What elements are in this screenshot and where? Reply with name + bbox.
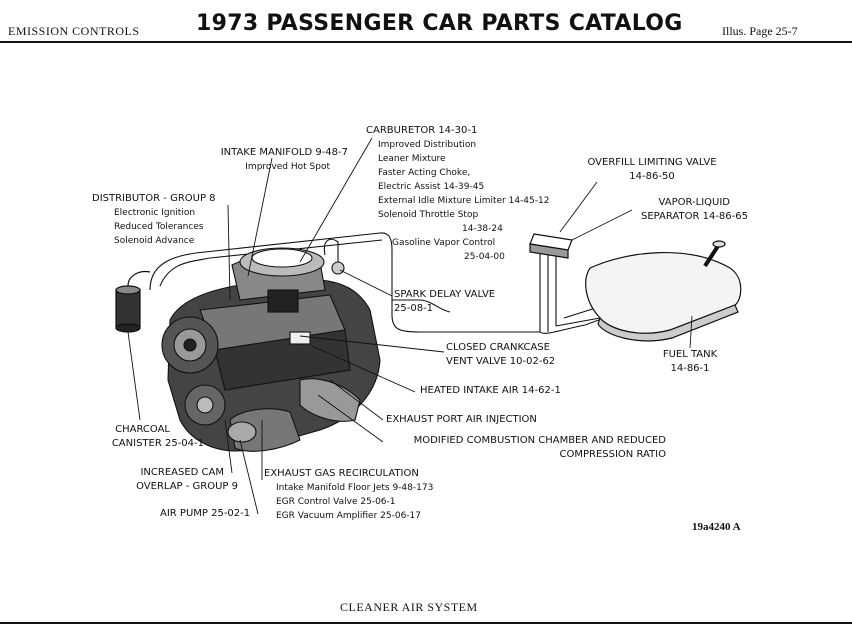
leader-distributor [227,204,231,301]
section-name: EMISSION CONTROLS [8,24,140,38]
leader-air-pump [239,439,259,515]
fuel-tank [585,240,742,342]
vapor-line [159,239,383,287]
label-increased-cam: INCREASED CAM OVERLAP - GROUP 9 [136,467,238,492]
leader-vapor-separator [571,209,633,241]
leader-exhaust-port [329,379,384,421]
label-distributor: DISTRIBUTOR - GROUP 8 Electronic Ignitio… [92,193,216,246]
label-carburetor: CARBURETOR 14-30-1 Improved Distribution… [366,125,550,262]
label-egr: EXHAUST GAS RECIRCULATION Intake Manifol… [264,468,434,521]
leader-heated-intake [311,345,416,393]
label-intake-manifold: INTAKE MANIFOLD 9-48-7 Improved Hot Spot [220,147,348,172]
page-reference: Illus. Page 25-7 [722,24,798,38]
leader-overfill-valve [559,181,598,233]
footer-rule [0,622,852,624]
leader-intake-manifold [247,157,273,277]
figure-caption: CLEANER AIR SYSTEM [340,600,478,614]
label-crankcase-valve: CLOSED CRANKCASE VENT VALVE 10-02-62 [446,342,556,367]
fuel-line [539,304,641,334]
label-combustion-chamber: MODIFIED COMBUSTION CHAMBER AND REDUCED … [413,435,666,460]
label-spark-delay: SPARK DELAY VALVE 25-08-1 [394,289,496,314]
charcoal-canister [115,270,151,333]
leader-spark-delay [339,269,393,297]
label-charcoal-canister: CHARCOAL CANISTER 25-04-1 [111,424,204,449]
leader-charcoal-canister [127,331,141,421]
leader-crankcase-valve [299,335,445,353]
leader-increased-cam [224,419,233,474]
leader-combustion-chamber [317,394,384,443]
label-fuel-tank: FUEL TANK 14-86-1 [662,349,718,374]
vapor-liquid-separator [529,233,573,259]
label-exhaust-port: EXHAUST PORT AIR INJECTION [386,414,537,425]
label-vapor-separator: VAPOR-LIQUID SEPARATOR 14-86-65 [640,197,748,222]
leader-carburetor [299,137,373,263]
figure-code: 19a4240 A [692,521,741,533]
catalog-title: 1973 PASSENGER CAR PARTS CATALOG [196,11,683,36]
engine-block [161,238,381,452]
label-overfill-valve: OVERFILL LIMITING VALVE 14-86-50 [587,157,717,182]
leader-fuel-tank [689,315,693,349]
header-rule [0,41,852,43]
label-air-pump: AIR PUMP 25-02-1 [160,508,251,519]
vapor-line [149,232,540,333]
label-heated-intake: HEATED INTAKE AIR 14-62-1 [420,385,561,396]
fuel-line [392,299,451,313]
